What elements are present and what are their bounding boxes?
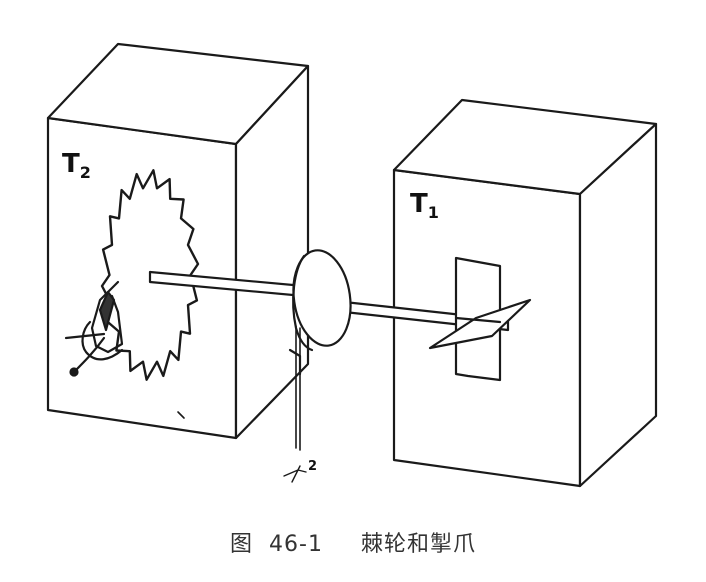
- vane: [428, 256, 532, 382]
- pawl-lever: [64, 332, 106, 340]
- label-t2-main: T: [62, 149, 80, 179]
- disc-face: [292, 249, 352, 347]
- vane-axis-line: [454, 316, 502, 324]
- box-t1-side-face: [578, 122, 658, 488]
- pawl-spring: [81, 320, 124, 361]
- label-t1-sub: 1: [428, 203, 439, 222]
- label-t2: T2: [62, 149, 91, 182]
- caption-title: 棘轮和掣爪: [360, 532, 476, 557]
- label-t1: T1: [410, 189, 439, 222]
- bottom-mark: 2: [283, 459, 317, 483]
- bottom-mark-label: 2: [308, 459, 317, 474]
- rod-bracket: [288, 348, 302, 376]
- pawl-arm: [90, 280, 124, 354]
- vane-lower-plate: [428, 298, 532, 350]
- disc: [288, 249, 352, 451]
- pawl-pivot: [69, 367, 79, 377]
- caption-prefix: 图: [230, 532, 254, 557]
- label-t2-sub: 2: [80, 163, 91, 182]
- caption-number: 46-1: [269, 532, 323, 557]
- label-t1-main: T: [410, 189, 428, 219]
- box-t2-side-face: [234, 64, 310, 440]
- pawl-tooth: [98, 290, 116, 332]
- box-t1: [392, 98, 658, 488]
- figure-caption: 图 46-1 棘轮和掣爪: [0, 526, 706, 558]
- hanging-rod: [295, 325, 301, 451]
- speck-mark: [177, 411, 185, 419]
- pawl: [64, 280, 124, 377]
